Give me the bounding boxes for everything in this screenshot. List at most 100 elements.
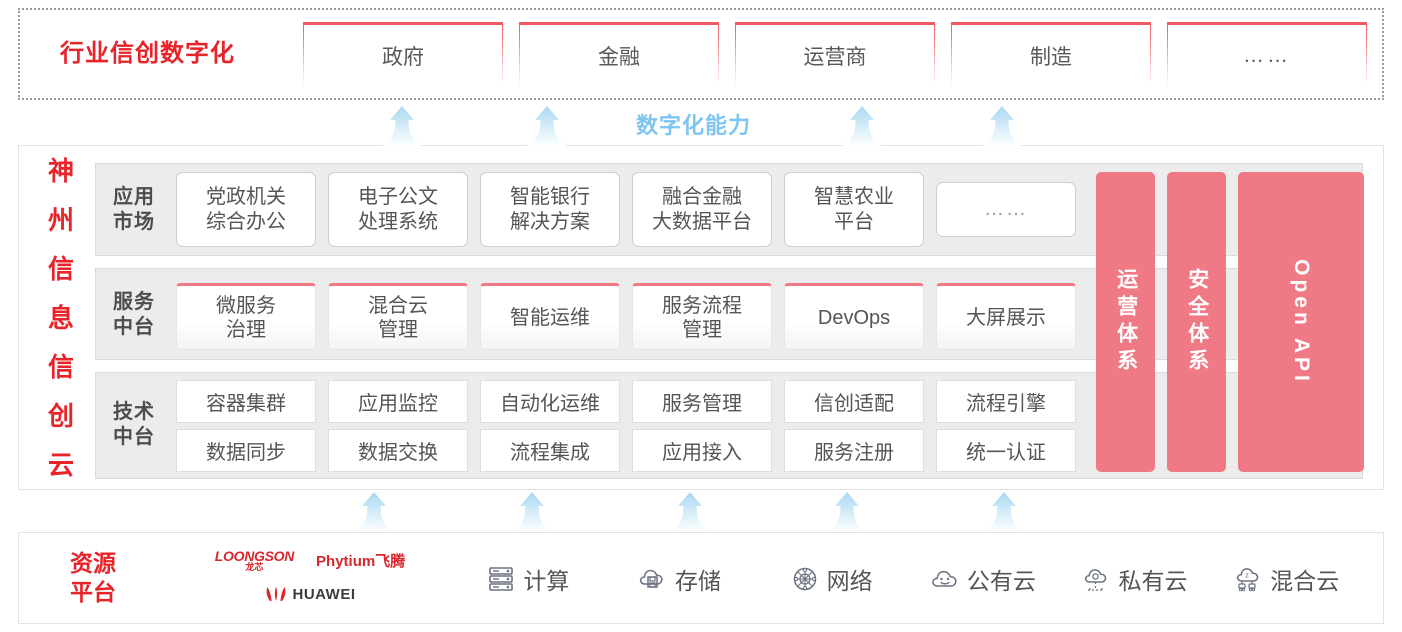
svc-card-label-line: 混合云 — [368, 294, 428, 317]
resource-item-network[interactable]: 网络 — [755, 562, 907, 596]
app-card-edoc-system[interactable]: 电子公文处理系统 — [328, 172, 468, 247]
platform-title-char: 息 — [47, 303, 74, 333]
tech-card-label: 服务管理 — [662, 393, 742, 415]
row-label-line: 中台 — [113, 426, 155, 448]
tech-card-service-registry[interactable]: 服务注册 — [784, 429, 924, 472]
svc-card-service-process-mgmt[interactable]: 服务流程管理 — [632, 283, 772, 350]
platform-title-char: 创 — [47, 401, 74, 431]
svc-card-label: 智能运维 — [510, 306, 590, 330]
svc-card-devops[interactable]: DevOps — [784, 283, 924, 350]
pillar-open-api[interactable]: Open API — [1238, 172, 1365, 472]
platform-vertical-title: 神州信息信创云 — [40, 158, 82, 478]
hybrid-cloud-icon: z — [1237, 568, 1259, 592]
resource-item-label: 公有云 — [966, 568, 1036, 594]
app-card-label-line: 解决方案 — [510, 210, 590, 233]
app-card-label-line: 处理系统 — [358, 210, 438, 233]
app-card-label: 电子公文处理系统 — [358, 185, 438, 235]
row-label-tech-midplatform: 技术中台 — [103, 400, 165, 450]
industry-card-manufacturing[interactable]: 制造 — [951, 22, 1151, 86]
svc-card-label-line: 微服务 — [216, 294, 276, 317]
app-card-label: …… — [984, 197, 1028, 222]
loongson-logo-text: LOONGSON — [214, 547, 295, 564]
tech-card-xinchuang-adaptation[interactable]: 信创适配 — [784, 380, 924, 423]
pillar-operations-system[interactable]: 运营体系 — [1096, 172, 1156, 472]
capability-arrow-bottom-1 — [354, 492, 394, 532]
resource-item-public-cloud[interactable]: 公有云 — [907, 562, 1059, 596]
platform-title-char: 州 — [47, 205, 74, 235]
tech-card-process-engine[interactable]: 流程引擎 — [936, 380, 1076, 423]
industry-card-label: 金融 — [598, 45, 640, 69]
svc-card-label-line: 管理 — [682, 318, 722, 341]
cloud-storage-icon — [639, 569, 663, 588]
industry-card-label: …… — [1243, 43, 1291, 67]
network-mesh-icon — [793, 567, 816, 591]
tech-card-data-sync[interactable]: 数据同步 — [176, 429, 316, 472]
industry-card-finance[interactable]: 金融 — [519, 22, 719, 86]
pillar-label: 安全体系 — [1185, 268, 1209, 376]
tech-card-label: 应用接入 — [662, 442, 742, 464]
resource-item-label: 计算 — [523, 568, 570, 594]
platform-title-char: 神 — [47, 156, 74, 186]
svc-card-label: DevOps — [818, 306, 890, 330]
industry-card-government[interactable]: 政府 — [303, 22, 503, 86]
tech-card-app-access[interactable]: 应用接入 — [632, 429, 772, 472]
resource-item-compute[interactable]: 计算 — [452, 562, 604, 596]
industry-card-more[interactable]: …… — [1167, 22, 1367, 86]
app-card-finance-bigdata[interactable]: 融合金融大数据平台 — [632, 172, 772, 247]
app-card-smart-bank[interactable]: 智能银行解决方案 — [480, 172, 620, 247]
platform-title-char: 信 — [47, 254, 74, 284]
app-card-label-line: 电子公文 — [358, 185, 438, 208]
tech-card-process-integration[interactable]: 流程集成 — [480, 429, 620, 472]
industry-title: 行业信创数字化 — [60, 40, 235, 67]
svg-text:z: z — [1245, 573, 1249, 580]
app-card-smart-agriculture[interactable]: 智慧农业平台 — [784, 172, 924, 247]
app-card-government-office[interactable]: 党政机关综合办公 — [176, 172, 316, 247]
capability-arrow-bottom-4 — [827, 492, 867, 532]
tech-midplatform-card-grid: 容器集群应用监控自动化运维 服务管理 信创适配流程引擎数据同步 数据交换 流程集成 应用接… — [176, 380, 1076, 472]
tech-card-label: 数据交换 — [358, 442, 438, 464]
resource-title-line: 资源 — [70, 550, 116, 576]
industry-card-carrier[interactable]: 运营商 — [735, 22, 935, 86]
pillar-label: Open API — [1290, 259, 1314, 385]
capability-arrow-bottom-3 — [670, 492, 710, 532]
tech-card-label: 数据同步 — [206, 442, 286, 464]
svc-card-microservice-governance[interactable]: 微服务治理 — [176, 283, 316, 350]
tech-card-container-cluster[interactable]: 容器集群 — [176, 380, 316, 423]
industry-card-label: 运营商 — [803, 45, 867, 69]
loongson-logo-subtext: 龙芯 — [245, 561, 264, 572]
capability-arrow-top-4 — [982, 106, 1022, 146]
row-label-line: 市场 — [113, 211, 155, 233]
svc-card-label: 微服务治理 — [216, 294, 276, 342]
platform-title-char: 信 — [47, 352, 74, 382]
tech-card-app-monitoring[interactable]: 应用监控 — [328, 380, 468, 423]
resource-item-storage[interactable]: 存储 — [604, 562, 756, 596]
tech-card-data-exchange[interactable]: 数据交换 — [328, 429, 468, 472]
app-card-label-line: 融合金融 — [662, 185, 742, 208]
industry-card-label: 制造 — [1030, 45, 1072, 69]
app-card-label: 融合金融大数据平台 — [652, 185, 752, 235]
svc-card-hybrid-cloud-mgmt[interactable]: 混合云管理 — [328, 283, 468, 350]
pillar-security-system[interactable]: 安全体系 — [1167, 172, 1227, 472]
svc-card-label: 混合云管理 — [368, 294, 428, 342]
tech-card-unified-auth[interactable]: 统一认证 — [936, 429, 1076, 472]
industry-card-list: 政府 金融 运营商 制造 …… — [303, 22, 1367, 86]
svc-card-label-line: 管理 — [378, 318, 418, 341]
svc-card-big-screen[interactable]: 大屏展示 — [936, 283, 1076, 350]
tech-card-service-mgmt[interactable]: 服务管理 — [632, 380, 772, 423]
resource-item-private-cloud[interactable]: 私有云 — [1059, 562, 1211, 596]
svc-card-label-line: 服务流程 — [662, 294, 742, 317]
svc-card-aiops[interactable]: 智能运维 — [480, 283, 620, 350]
tech-card-automated-ops[interactable]: 自动化运维 — [480, 380, 620, 423]
app-card-more[interactable]: …… — [936, 182, 1076, 237]
huawei-logo-text: HUAWEI — [292, 585, 356, 603]
phytium-logo: Phytium飞腾 — [316, 552, 406, 570]
svc-card-label-line: 智能运维 — [510, 306, 590, 329]
tech-card-label: 流程集成 — [510, 442, 590, 464]
row-label-line: 应用 — [113, 186, 155, 208]
industry-card-label: 政府 — [382, 45, 424, 69]
svc-card-label-line: 治理 — [226, 318, 266, 341]
capability-arrow-top-3 — [842, 106, 882, 146]
